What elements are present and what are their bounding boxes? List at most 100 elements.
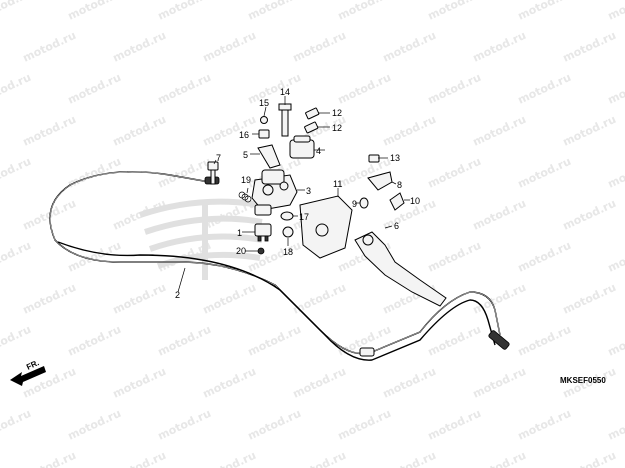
clutch-cable [49, 170, 510, 361]
watermark-text: motod.ru [291, 449, 348, 468]
clutch-switch-assembly [251, 169, 298, 216]
callout-5: 5 [243, 150, 248, 160]
watermark-text: motod.ru [426, 155, 483, 191]
callout-9: 9 [352, 199, 357, 209]
watermark-text: motod.ru [21, 113, 78, 149]
watermark-text: motod.ru [606, 239, 625, 275]
screw-lower [304, 121, 319, 134]
watermark-text: motod.ru [246, 71, 303, 107]
small-screw [257, 247, 265, 255]
watermark-text: motod.ru [426, 71, 483, 107]
watermark-text: motod.ru [516, 71, 573, 107]
watermark-text: motod.ru [201, 449, 258, 468]
watermark-text: motod.ru [21, 449, 78, 468]
watermark-text: motod.ru [0, 0, 33, 23]
watermark-text: motod.ru [471, 113, 528, 149]
callout-19: 19 [241, 175, 251, 185]
callout-17: 17 [299, 212, 309, 222]
watermark-text: motod.ru [381, 365, 438, 401]
watermark-text: motod.ru [516, 239, 573, 275]
leader-lines [177, 96, 410, 293]
small-nut [258, 129, 270, 139]
watermark-text: motod.ru [336, 71, 393, 107]
watermark-text: motod.ru [21, 29, 78, 65]
watermark-text: motod.ru [156, 407, 213, 443]
watermark-text: motod.ru [426, 239, 483, 275]
watermark-text: motod.ru [201, 365, 258, 401]
callout-11: 11 [333, 179, 342, 189]
watermark-text: motod.ru [381, 113, 438, 149]
watermark-text: motod.ru [606, 323, 625, 359]
watermark-text: motod.ru [66, 323, 123, 359]
watermark-text: motod.ru [606, 71, 625, 107]
watermark-text: motod.ru [561, 449, 618, 468]
watermark-text: motod.ru [426, 0, 483, 23]
screw-upper [305, 107, 320, 120]
watermark-text: motod.ru [156, 71, 213, 107]
watermark-text: motod.ru [516, 155, 573, 191]
watermark-text: motod.ru [246, 0, 303, 23]
watermark-text: motod.ru [111, 113, 168, 149]
callout-7: 7 [216, 153, 221, 163]
long-bolt [278, 103, 292, 137]
watermark-text: motod.ru [0, 323, 33, 359]
watermark-text: motod.ru [606, 0, 625, 23]
callout-4: 4 [316, 146, 321, 156]
watermark-text: motod.ru [291, 29, 348, 65]
callout-6: 6 [394, 221, 399, 231]
collar-part [280, 211, 294, 221]
callout-12b: 12 [332, 123, 342, 133]
callout-16: 16 [239, 130, 249, 140]
watermark-text: motod.ru [66, 71, 123, 107]
watermark-text: motod.ru [111, 281, 168, 317]
callout-14: 14 [280, 87, 290, 97]
watermark-text: motod.ru [156, 0, 213, 23]
front-direction-arrow [10, 366, 46, 386]
callout-1: 1 [237, 228, 242, 238]
watermark-text: motod.ru [336, 0, 393, 23]
callout-20: 20 [236, 246, 246, 256]
watermark-text: motod.ru [471, 281, 528, 317]
watermark-text: motod.ru [201, 29, 258, 65]
rubber-10 [389, 192, 405, 211]
watermark-text: motod.ru [0, 71, 33, 107]
spring-part [238, 191, 252, 203]
watermark-text: motod.ru [0, 239, 33, 275]
wing-logo-watermark [139, 198, 263, 280]
watermark-text: motod.ru [111, 29, 168, 65]
watermark-text: motod.ru [201, 113, 258, 149]
watermark-text: motod.ru [471, 197, 528, 233]
watermark-text: motod.ru [471, 365, 528, 401]
washer-part [282, 226, 294, 238]
watermark-text: motod.ru [561, 29, 618, 65]
watermark-text: motod.ru [516, 0, 573, 23]
watermark-text: motod.ru [246, 407, 303, 443]
watermark-text: motod.ru [561, 113, 618, 149]
watermark-text: motod.ru [111, 449, 168, 468]
bracket-part [257, 144, 281, 169]
watermark-text: motod.ru [381, 29, 438, 65]
clip-9 [359, 197, 369, 209]
diagram-code: MKSEF0550 [560, 376, 606, 385]
watermark-text: motod.ru [426, 407, 483, 443]
watermark-text: motod.ru [561, 281, 618, 317]
watermark-text: motod.ru [66, 239, 123, 275]
watermark-text: motod.ru [66, 0, 123, 23]
watermark-text: motod.ru [471, 449, 528, 468]
small-washer [260, 116, 268, 124]
watermark-text: motod.ru [291, 281, 348, 317]
watermark-text: motod.ru [21, 281, 78, 317]
adjuster-bolt [207, 161, 219, 185]
screw-13 [368, 154, 380, 163]
watermark-text: motod.ru [246, 323, 303, 359]
watermark-text: motod.ru [66, 407, 123, 443]
callout-12a: 12 [332, 108, 342, 118]
watermark-text: motod.ru [21, 197, 78, 233]
callout-13: 13 [390, 153, 400, 163]
cable-adjuster [359, 347, 375, 357]
callout-18: 18 [283, 247, 293, 257]
callout-3: 3 [306, 186, 311, 196]
watermark-text: motod.ru [381, 449, 438, 468]
watermark-text: motod.ru [291, 365, 348, 401]
